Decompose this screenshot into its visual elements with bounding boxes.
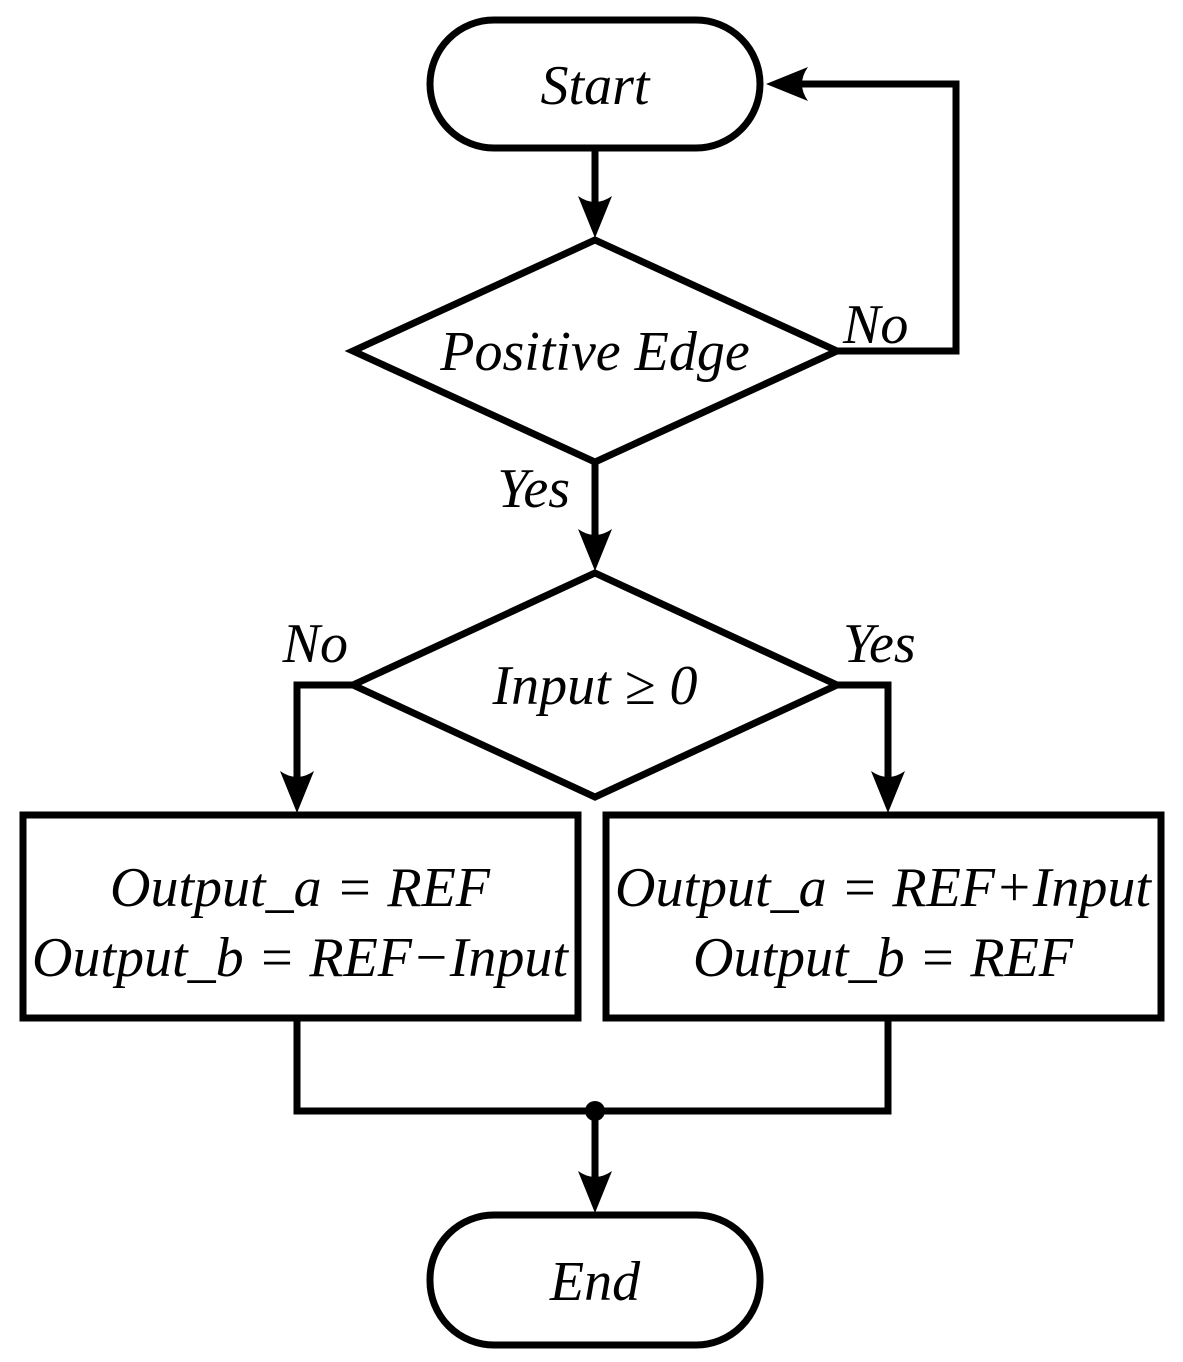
positive-edge-yes-label: Yes [497, 458, 570, 520]
process-positive-line1: Output_a = REF+Input [615, 857, 1152, 919]
input-yes-label: Yes [843, 613, 916, 675]
arrowhead-into-end-icon [578, 1171, 612, 1213]
start-node [426, 16, 764, 152]
positive-edge-no-label: No [842, 294, 908, 356]
end-node [426, 1211, 764, 1349]
arrowhead-into-start-icon [766, 67, 808, 101]
process-negative-line2: Output_b = REF−Input [32, 927, 569, 989]
positive-edge-decision-label: Positive Edge [439, 321, 749, 383]
input-decision-label: Input ≥ 0 [492, 655, 698, 717]
arrowhead-into-positive-edge-icon [578, 196, 612, 238]
arrowhead-into-input-decision-icon [578, 529, 612, 571]
merge-junction-dot [585, 1101, 605, 1121]
edge-input-yes-branch [837, 681, 892, 783]
arrowhead-into-right-box-icon [871, 771, 905, 813]
edge-input-no-branch [293, 681, 353, 783]
input-decision-node [344, 569, 846, 801]
process-positive-line2: Output_b = REF [693, 927, 1074, 989]
end-node-label: End [549, 1251, 641, 1313]
process-positive-node [602, 811, 1165, 1022]
start-node-label: Start [541, 55, 651, 117]
arrowhead-into-left-box-icon [280, 771, 314, 813]
edge-no-loop-to-start [798, 80, 960, 355]
edge-merge [293, 1018, 892, 1115]
input-no-label: No [282, 613, 348, 675]
positive-edge-decision-node [344, 236, 846, 466]
process-negative-node [19, 811, 582, 1022]
process-negative-line1: Output_a = REF [110, 857, 491, 919]
